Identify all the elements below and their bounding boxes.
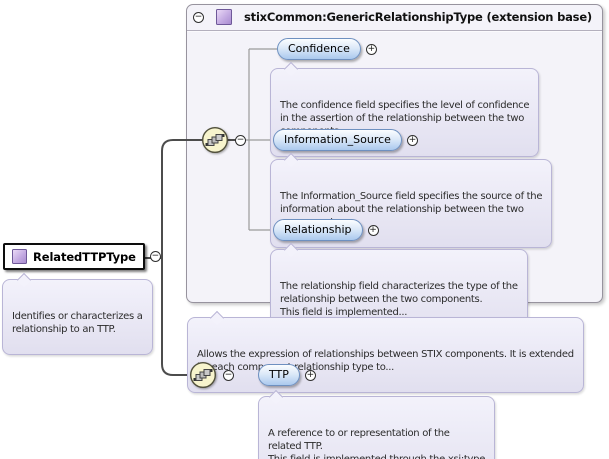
extension-annotation: Allows the expression of relationships b…	[187, 310, 584, 393]
relationship-annotation-text: The relationship field characterizes the…	[280, 281, 518, 318]
element-confidence[interactable]: Confidence	[277, 38, 361, 60]
sequence-icon	[201, 126, 229, 154]
collapse-toggle-icon[interactable]: −	[149, 251, 161, 262]
header-separator	[187, 30, 602, 32]
collapse-toggle-icon[interactable]: −	[235, 134, 246, 146]
root-type-node[interactable]: RelatedTTPType	[3, 243, 145, 270]
sequence-icon	[189, 361, 217, 389]
complex-type-icon	[216, 9, 232, 25]
expand-toggle-icon[interactable]: +	[365, 43, 377, 55]
element-ttp[interactable]: TTP	[258, 364, 300, 386]
collapse-toggle-icon[interactable]: −	[193, 11, 204, 23]
element-ttp-row: TTP +	[258, 364, 316, 386]
sequence-group: −	[201, 126, 246, 154]
root-node-row: RelatedTTPType −	[3, 243, 161, 270]
expand-toggle-icon[interactable]: +	[367, 224, 379, 236]
extension-annotation-text: Allows the expression of relationships b…	[197, 349, 574, 373]
extension-base-title: stixCommon:GenericRelationshipType (exte…	[244, 10, 592, 24]
element-information-source[interactable]: Information_Source	[273, 129, 402, 151]
root-annotation: Identifies or characterizes a relationsh…	[2, 272, 153, 355]
expand-toggle-icon[interactable]: +	[406, 134, 418, 146]
ttp-annotation-text: A reference to or representation of the …	[268, 428, 485, 459]
root-annotation-text: Identifies or characterizes a relationsh…	[12, 311, 143, 335]
expand-toggle-icon[interactable]: +	[304, 369, 316, 381]
element-relationship-row: Relationship +	[273, 219, 379, 241]
collapse-toggle-icon[interactable]: −	[223, 369, 234, 381]
extension-header: − stixCommon:GenericRelationshipType (ex…	[193, 9, 592, 25]
root-type-label: RelatedTTPType	[33, 249, 136, 264]
element-information-source-row: Information_Source +	[273, 129, 418, 151]
sequence-group: −	[189, 361, 234, 389]
ttp-annotation: A reference to or representation of the …	[258, 389, 496, 459]
element-confidence-row: Confidence +	[277, 38, 377, 60]
complex-type-icon	[12, 249, 27, 264]
element-relationship[interactable]: Relationship	[273, 219, 363, 241]
